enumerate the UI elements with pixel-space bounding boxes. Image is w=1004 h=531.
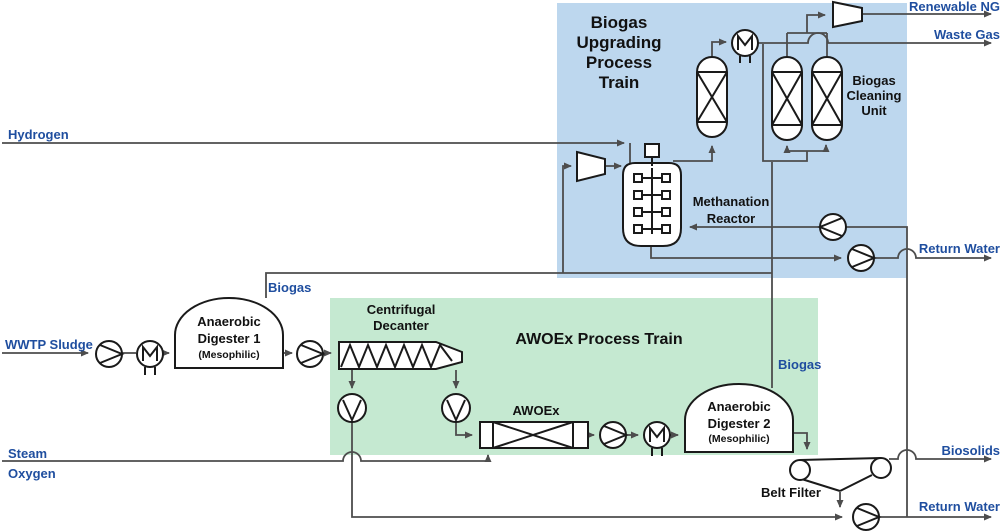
- cleaning-column2-packing-icon: [811, 71, 843, 126]
- sludge-pump-icon: [95, 340, 123, 368]
- biogas-digester2-label: Biogas: [778, 357, 821, 372]
- decanter-label-line1: Centrifugal: [367, 302, 436, 317]
- upgrading-title-line4: Train: [599, 73, 640, 92]
- knockout-column-packing-icon: [696, 71, 728, 123]
- heat-exchanger1-coil-icon: [142, 344, 158, 361]
- awoex-discharge-pump-icon: [599, 421, 627, 449]
- cleaning-feed-manifold-line: [762, 44, 808, 162]
- cleaning-unit-label-line1: Biogas: [852, 73, 895, 88]
- steam-label: Steam: [8, 446, 47, 461]
- cleaning-unit-label-line3: Unit: [861, 103, 887, 118]
- biogas-digester1-label: Biogas: [268, 280, 311, 295]
- wwtp-sludge-label: WWTP Sludge: [5, 337, 93, 352]
- region-titles: Biogas Upgrading Process Train AWOEx Pro…: [515, 13, 682, 348]
- hydrogen-label: Hydrogen: [8, 127, 69, 142]
- digester1-discharge-pump-icon: [296, 340, 324, 368]
- heat-exchanger2-icon: [643, 421, 671, 449]
- process-lines: [2, 10, 992, 521]
- heat-exchanger2-legs-icon: [651, 448, 663, 456]
- stream-labels: Hydrogen WWTP Sludge Steam Oxygen Renewa…: [5, 0, 1000, 514]
- reactor-paddle-icon: [633, 224, 643, 234]
- upgrading-title-line2: Upgrading: [577, 33, 662, 52]
- centrate-return-line: [351, 422, 843, 521]
- return-water-bottom-label: Return Water: [919, 499, 1000, 514]
- cleaning-column1-packing-icon: [771, 71, 803, 126]
- belt-filter-label: Belt Filter: [761, 485, 821, 500]
- biogas-upgrading-region: [557, 3, 907, 278]
- steam-oxygen-line: [2, 451, 492, 462]
- equipment-labels: Anaerobic Digester 1 (Mesophilic) Anaero…: [197, 73, 901, 500]
- biosolids-line: [889, 449, 992, 463]
- awoex-pump-chevron-icon: [603, 425, 629, 445]
- reactor-to-column1-line: [673, 145, 716, 162]
- centrate-pump-chevron-icon: [342, 399, 362, 423]
- return-water-pump-icon: [847, 244, 875, 272]
- digester2-to-beltfilter-line: [793, 432, 811, 450]
- digester1-label-line2: Digester 1: [198, 331, 261, 346]
- reactor-paddle-icon: [661, 190, 671, 200]
- return-water-pump-chevron-icon: [851, 248, 877, 268]
- awoex-internals-icon: [492, 421, 574, 449]
- reactor-paddle-icon: [633, 190, 643, 200]
- upgrading-title-line3: Process: [586, 53, 652, 72]
- biogas-recycle-riser-line: [562, 162, 572, 273]
- anaerobic-digester1: [174, 297, 284, 369]
- awoex-unit-label: AWOEx: [513, 403, 561, 418]
- gas-cooler-icon: [731, 29, 759, 57]
- return-water-top-line: [874, 248, 992, 262]
- reactor-paddle-icon: [661, 224, 671, 234]
- heat-exchanger2-coil-icon: [649, 425, 665, 442]
- upgrading-title-line1: Biogas: [591, 13, 648, 32]
- return-water-top-label: Return Water: [919, 241, 1000, 256]
- anaerobic-digester2: [684, 383, 794, 453]
- filtrate-pump-icon: [852, 503, 880, 531]
- sludge-pump-chevron-icon: [99, 344, 125, 364]
- recycle-compressor-icon: [576, 150, 606, 183]
- digester2-label-line2: Digester 2: [708, 416, 771, 431]
- reactor-paddle-icon: [661, 207, 671, 217]
- reactor-motor-icon: [644, 143, 660, 158]
- heat-exchanger1-legs-icon: [144, 367, 156, 375]
- reactor-water-pump-icon: [819, 213, 847, 241]
- cake-pump-chevron-icon: [446, 399, 466, 423]
- to-ng-compressor-line: [806, 11, 826, 33]
- reactor-paddle-icon: [661, 173, 671, 183]
- decanter-scroll-icon: [340, 342, 453, 370]
- water-recycle-riser-line: [846, 226, 908, 517]
- column1-to-cooler-line: [711, 38, 727, 57]
- reactor-bottoms-line: [650, 246, 842, 262]
- digester1-label-line1: Anaerobic: [197, 314, 261, 329]
- methanation-label-line1: Methanation: [693, 194, 770, 209]
- digester1-label-line3: (Mesophilic): [198, 349, 259, 361]
- digester1-pump-chevron-icon: [300, 344, 326, 364]
- cleaning-unit-label-line2: Cleaning: [847, 88, 902, 103]
- gas-cooler-legs-icon: [739, 56, 751, 63]
- digester2-label-line1: Anaerobic: [707, 399, 771, 414]
- equipment-symbols: [95, 0, 892, 531]
- reactor-water-pump-chevron-icon: [817, 217, 843, 237]
- belt-filter-roller-icon: [789, 459, 811, 481]
- renewable-ng-label: Renewable NG: [909, 0, 1000, 14]
- reactor-paddle-icon: [633, 173, 643, 183]
- oxygen-label: Oxygen: [8, 466, 56, 481]
- gas-cooler-coil-icon: [737, 33, 753, 50]
- reactor-paddle-arms-icon: [642, 177, 662, 230]
- biosolids-label: Biosolids: [941, 443, 1000, 458]
- reactor-paddle-icon: [633, 207, 643, 217]
- filtrate-pump-chevron-icon: [856, 507, 882, 527]
- decanter-label-line2: Decanter: [373, 318, 429, 333]
- ng-compressor-icon: [832, 0, 863, 29]
- methanation-label-line2: Reactor: [707, 211, 755, 226]
- belt-filter-roller-icon: [870, 457, 892, 479]
- awoex-title: AWOEx Process Train: [515, 331, 682, 348]
- biogas-header-line: [265, 272, 772, 298]
- pump-to-awoex-line: [455, 422, 473, 439]
- heat-exchanger1-icon: [136, 340, 164, 368]
- waste-gas-label: Waste Gas: [934, 27, 1000, 42]
- digester2-label-line3: (Mesophilic): [708, 433, 769, 445]
